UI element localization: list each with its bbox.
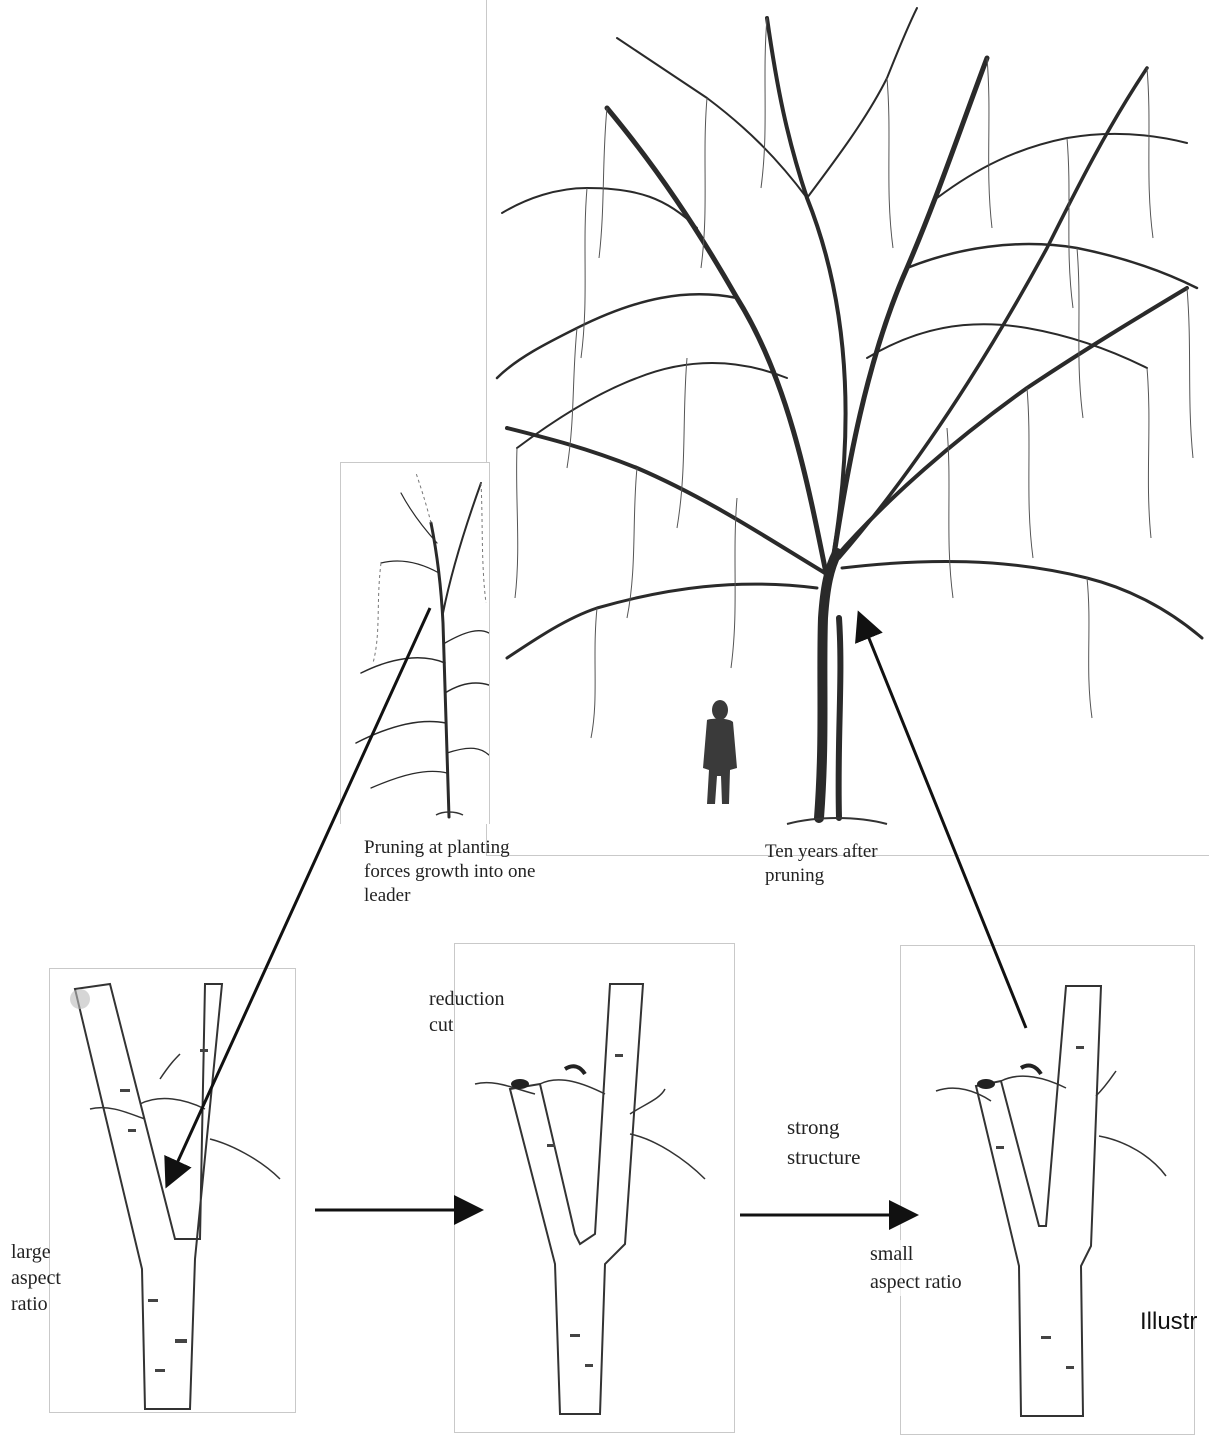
mature-tree-caption: Ten years after pruning — [765, 840, 878, 888]
small-aspect-ratio-label: small aspect ratio — [870, 1240, 962, 1296]
strong-structure-label: strong structure — [787, 1112, 860, 1172]
reduction-cut-label: reduction cut — [429, 986, 505, 1038]
large-aspect-ratio-label: large aspect ratio — [11, 1239, 61, 1317]
illustration-caption-partial: Illustr — [1140, 1308, 1197, 1336]
young-tree-caption: Pruning at planting forces growth into o… — [364, 836, 535, 908]
arrow-small-to-mature — [860, 616, 1026, 1028]
